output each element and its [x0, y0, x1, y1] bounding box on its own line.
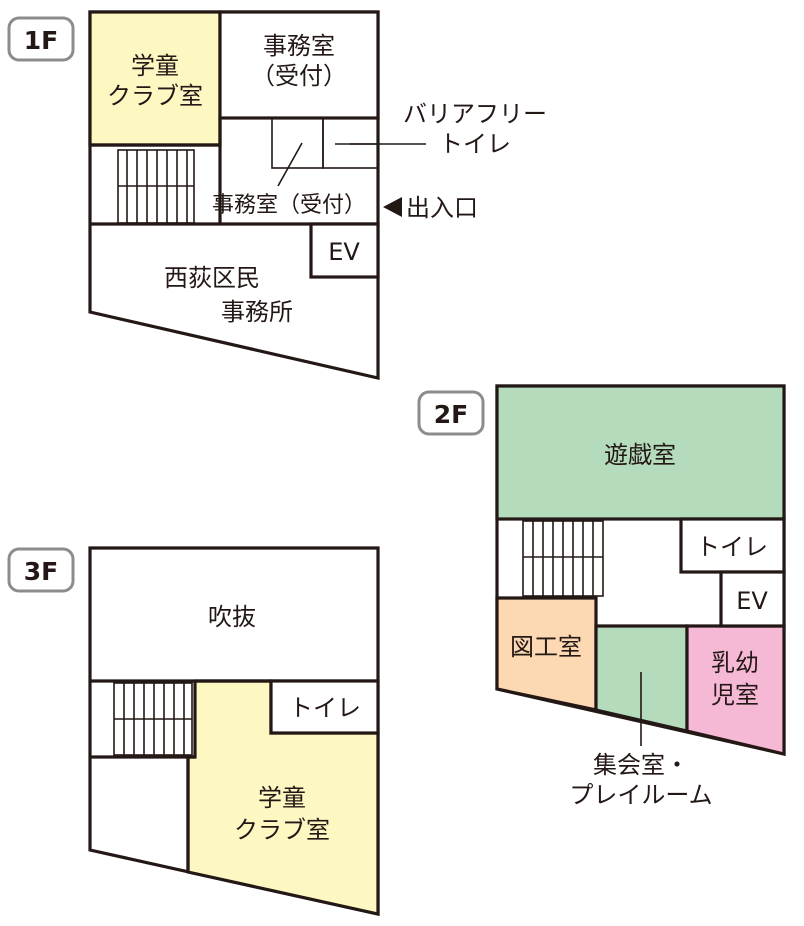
room-ev-2f [719, 570, 786, 628]
floor-label-3f: 3F [24, 557, 58, 586]
label-office-1f: 事務室 [263, 32, 335, 60]
label-ev-1f: EV [328, 238, 360, 266]
label-kids-club-1f: 学童 [131, 52, 179, 80]
floor-badge-2f: 2F [417, 390, 485, 436]
badge-frame [417, 390, 485, 436]
label-craft-room: 図工室 [510, 633, 582, 661]
stairs-2f [522, 520, 604, 597]
room-toilet-3f [269, 679, 380, 735]
label-kids-club-3f: 学童 [258, 784, 306, 812]
badge-frame [7, 547, 75, 593]
floor-label-1f: 1F [24, 26, 58, 55]
label-infant-room: 乳幼 [711, 649, 759, 677]
label-toilet-3f: トイレ [289, 694, 361, 722]
label-ward-office: 西荻区民 [164, 264, 260, 292]
floor-label-2f: 2F [434, 400, 468, 429]
room-playroom [495, 384, 786, 521]
stairs-3f [113, 682, 193, 756]
leader-office-reception [277, 142, 303, 187]
label-playroom: 遊戯室 [604, 441, 676, 469]
callout-barrier-free-toilet: バリアフリー [403, 100, 547, 128]
label-office-reception: 事務室（受付） [212, 193, 366, 218]
label-kids-club-1f: クラブ室 [107, 82, 203, 110]
label-toilet-2f: トイレ [696, 533, 768, 561]
callout-barrier-free-toilet: トイレ [439, 130, 511, 158]
callout-assembly-room: プレイルーム [569, 781, 712, 809]
callout-assembly-room: 集会室・ [593, 751, 689, 779]
room-toilet-2f [679, 517, 786, 574]
label-office-1f: （受付） [251, 62, 347, 90]
label-infant-room: 児室 [711, 681, 759, 709]
room-ev-1f [309, 222, 380, 279]
floor-badge-1f: 1F [7, 16, 75, 62]
floor-badge-3f: 3F [7, 547, 75, 593]
stairs-1f [117, 149, 195, 224]
floor-2f: 2F 遊戯室 トイレ EV [417, 384, 786, 809]
label-ward-office: 事務所 [221, 298, 293, 326]
floor-3f: 3F 吹抜 トイレ 学童 クラブ室 [7, 546, 380, 916]
floor-1f: 1F [7, 10, 547, 381]
label-atrium: 吹抜 [208, 603, 256, 631]
label-ev-2f: EV [736, 587, 768, 615]
entrance-arrow-icon [383, 197, 402, 217]
badge-frame [7, 16, 75, 62]
toilet-stall-right [322, 117, 379, 169]
label-kids-club-3f: クラブ室 [234, 816, 330, 844]
room-office-1f [218, 10, 380, 120]
callout-entrance: 出入口 [406, 194, 478, 222]
